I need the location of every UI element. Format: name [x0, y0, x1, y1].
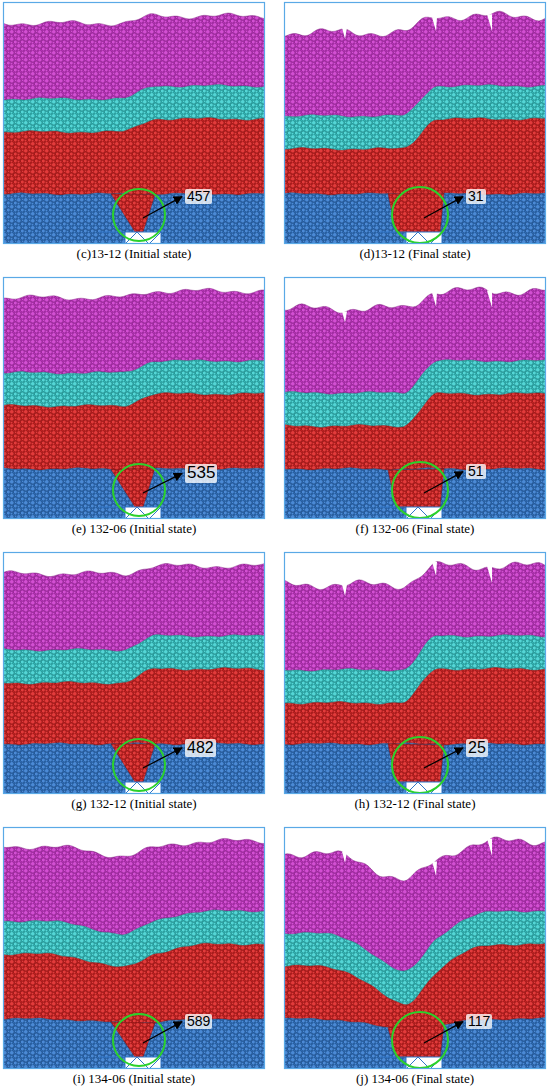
callout-number: 482 — [185, 739, 216, 757]
strata-layer — [3, 468, 265, 519]
strata-layer — [284, 1018, 546, 1069]
panel-frame — [4, 828, 265, 1069]
panel-content — [3, 552, 265, 794]
leader-arrow — [143, 748, 182, 768]
strata-layer — [284, 668, 546, 746]
panel-caption: (e) 132-06 (Initial state) — [3, 521, 265, 537]
highlight-circle — [392, 1012, 448, 1068]
strata-layer — [3, 1018, 265, 1069]
panel-content — [3, 827, 265, 1069]
panel-content — [284, 2, 546, 244]
simulation-panel — [284, 552, 548, 796]
leader-arrow — [143, 1022, 182, 1043]
support-strut — [99, 782, 125, 783]
highlight-circle — [113, 464, 165, 516]
strata-layer — [3, 193, 265, 244]
leader-arrow — [424, 197, 463, 218]
panel-caption: (c)13-12 (Initial state) — [3, 246, 265, 262]
surface-crack — [432, 292, 437, 306]
surface-crack — [432, 861, 437, 875]
highlight-circle — [392, 187, 448, 243]
strata-layer — [3, 393, 265, 470]
surface-crack — [487, 839, 492, 856]
highlight-circle — [392, 737, 448, 793]
leader-arrow — [143, 473, 182, 493]
panel-caption: (g) 132-12 (Initial state) — [3, 796, 265, 812]
support-strut — [99, 507, 125, 508]
callout-number: 117 — [466, 1014, 492, 1029]
support-strut — [380, 507, 406, 508]
leader-arrow — [424, 472, 463, 493]
surface-crack — [432, 17, 437, 31]
strata-layer — [284, 118, 546, 195]
surface-crack — [342, 585, 347, 596]
leader-arrow — [424, 748, 463, 768]
support-strut — [380, 782, 406, 783]
strata-layer — [3, 118, 265, 195]
panel-content — [3, 277, 265, 519]
panel-content — [3, 2, 265, 244]
strata-layer — [3, 943, 265, 1023]
panel-caption: (h) 132-12 (Final state) — [284, 796, 546, 812]
panel-frame — [285, 553, 546, 794]
panel-frame — [285, 278, 546, 519]
support-strut — [380, 232, 406, 233]
highlight-circle — [113, 739, 165, 791]
panel-frame — [285, 828, 546, 1069]
panel-caption: (d)13-12 (Final state) — [284, 246, 546, 262]
surface-crack — [487, 290, 492, 307]
highlight-circle — [113, 189, 165, 241]
panel-frame — [4, 3, 265, 244]
simulation-panel — [284, 277, 548, 521]
simulation-panel — [3, 827, 267, 1071]
simulation-panel — [3, 552, 267, 796]
callout-number: 457 — [185, 189, 212, 204]
panel-content — [284, 827, 546, 1069]
strata-layer — [284, 393, 546, 471]
panel-frame — [285, 3, 546, 244]
strata-layer — [3, 743, 265, 794]
surface-crack — [487, 14, 492, 31]
support-strut — [99, 232, 125, 233]
surface-crack — [432, 562, 437, 576]
support-strut — [99, 1057, 125, 1058]
highlight-circle — [113, 1014, 165, 1066]
strata-layer — [284, 193, 546, 244]
panel-content — [284, 552, 546, 794]
surface-crack — [342, 852, 347, 863]
callout-number: 589 — [185, 1014, 212, 1029]
support-strut — [380, 1057, 406, 1058]
surface-crack — [342, 28, 347, 39]
panel-frame — [4, 553, 265, 794]
callout-number: 25 — [466, 739, 488, 757]
simulation-panel — [284, 2, 548, 246]
collapse-zone — [388, 1025, 444, 1057]
strata-layer — [3, 668, 265, 746]
panel-frame — [4, 278, 265, 519]
strata-layer — [284, 943, 546, 1032]
callout-number: 31 — [466, 189, 486, 204]
simulation-panel — [3, 277, 267, 521]
panel-caption: (j) 134-06 (Final state) — [284, 1071, 546, 1087]
callout-number: 51 — [466, 464, 486, 479]
surface-crack — [342, 311, 347, 322]
surface-crack — [487, 566, 492, 583]
simulation-panel — [3, 2, 267, 246]
panel-content — [284, 277, 546, 519]
leader-arrow — [424, 1022, 463, 1043]
callout-number: 535 — [185, 464, 217, 483]
highlight-circle — [392, 462, 448, 518]
leader-arrow — [143, 197, 182, 218]
strata-layer — [284, 468, 546, 519]
strata-layer — [284, 743, 546, 794]
panel-caption: (i) 134-06 (Initial state) — [3, 1071, 265, 1087]
simulation-panel — [284, 827, 548, 1071]
panel-caption: (f) 132-06 (Final state) — [284, 521, 546, 537]
